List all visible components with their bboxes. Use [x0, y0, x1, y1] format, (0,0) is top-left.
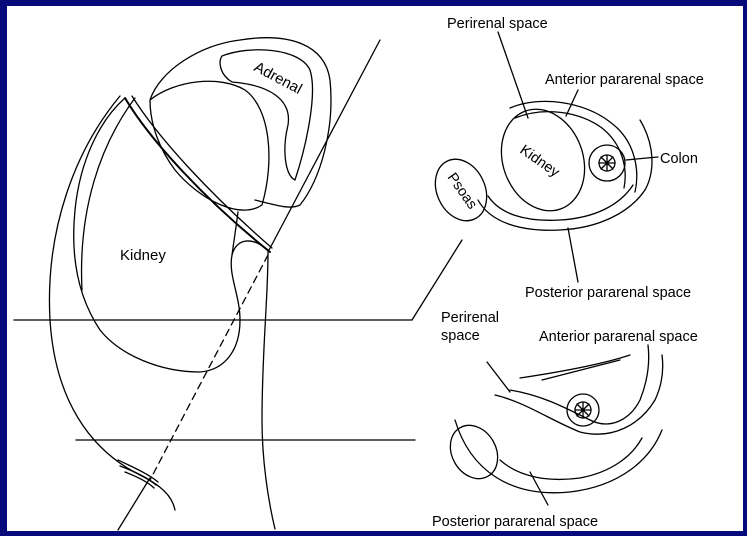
lower-posterior-outer: [455, 420, 662, 493]
lower-posterior-pointer: [530, 472, 548, 505]
adrenal-cut-face: [150, 81, 269, 210]
adrenal-label: Adrenal: [251, 59, 305, 98]
lower-pointer-anterior: [542, 360, 620, 380]
lower-anterior-label: Anterior pararenal space: [539, 329, 698, 345]
colon-label: Colon: [660, 151, 698, 167]
ureter-dashed: [150, 255, 268, 480]
left-kidney-label: Kidney: [120, 247, 166, 264]
lower-pointer-perirenal: [487, 362, 510, 392]
lower-posterior-label: Posterior pararenal space: [432, 514, 598, 530]
perirenal-pointer: [498, 32, 528, 118]
psoas-label: Psoas: [444, 170, 480, 212]
kidney-outline: [74, 98, 268, 372]
bottom-hatch-2: [120, 466, 156, 485]
lower-perirenal-label-line2: space: [441, 328, 480, 344]
bottom-pointer-line: [118, 478, 150, 530]
lower-perirenal-label-line1: Perirenal: [441, 310, 499, 326]
lower-fascia-2: [510, 345, 649, 424]
upper-kidney-label: Kidney: [517, 142, 563, 181]
upper-posterior-label: Posterior pararenal space: [525, 285, 691, 301]
section-connector-upper: [412, 240, 462, 320]
left-kidney-drawing: [49, 38, 380, 530]
fascia-right-vertical: [262, 252, 275, 529]
lower-psoas-ellipse: [441, 417, 507, 487]
lower-colon-folds: [575, 402, 591, 418]
adrenal-outline: [150, 38, 331, 207]
upper-anterior-label: Anterior pararenal space: [545, 72, 704, 88]
colon-folds: [599, 155, 615, 171]
lower-cross-section: [441, 345, 663, 505]
colon-pointer: [626, 157, 658, 160]
upper-perirenal-label: Perirenal space: [447, 16, 548, 32]
lower-posterior-inner: [500, 438, 642, 479]
lower-anterior-fascia-1: [520, 355, 630, 378]
kidney-cut-face: [125, 98, 270, 252]
posterior-curve-inner: [488, 185, 633, 220]
fascia-left-outer: [49, 96, 175, 510]
posterior-pointer: [568, 228, 578, 282]
kidney-cut-face-2: [132, 96, 272, 248]
bottom-hatch-1: [118, 460, 158, 482]
posterior-curve-outer: [478, 120, 652, 230]
